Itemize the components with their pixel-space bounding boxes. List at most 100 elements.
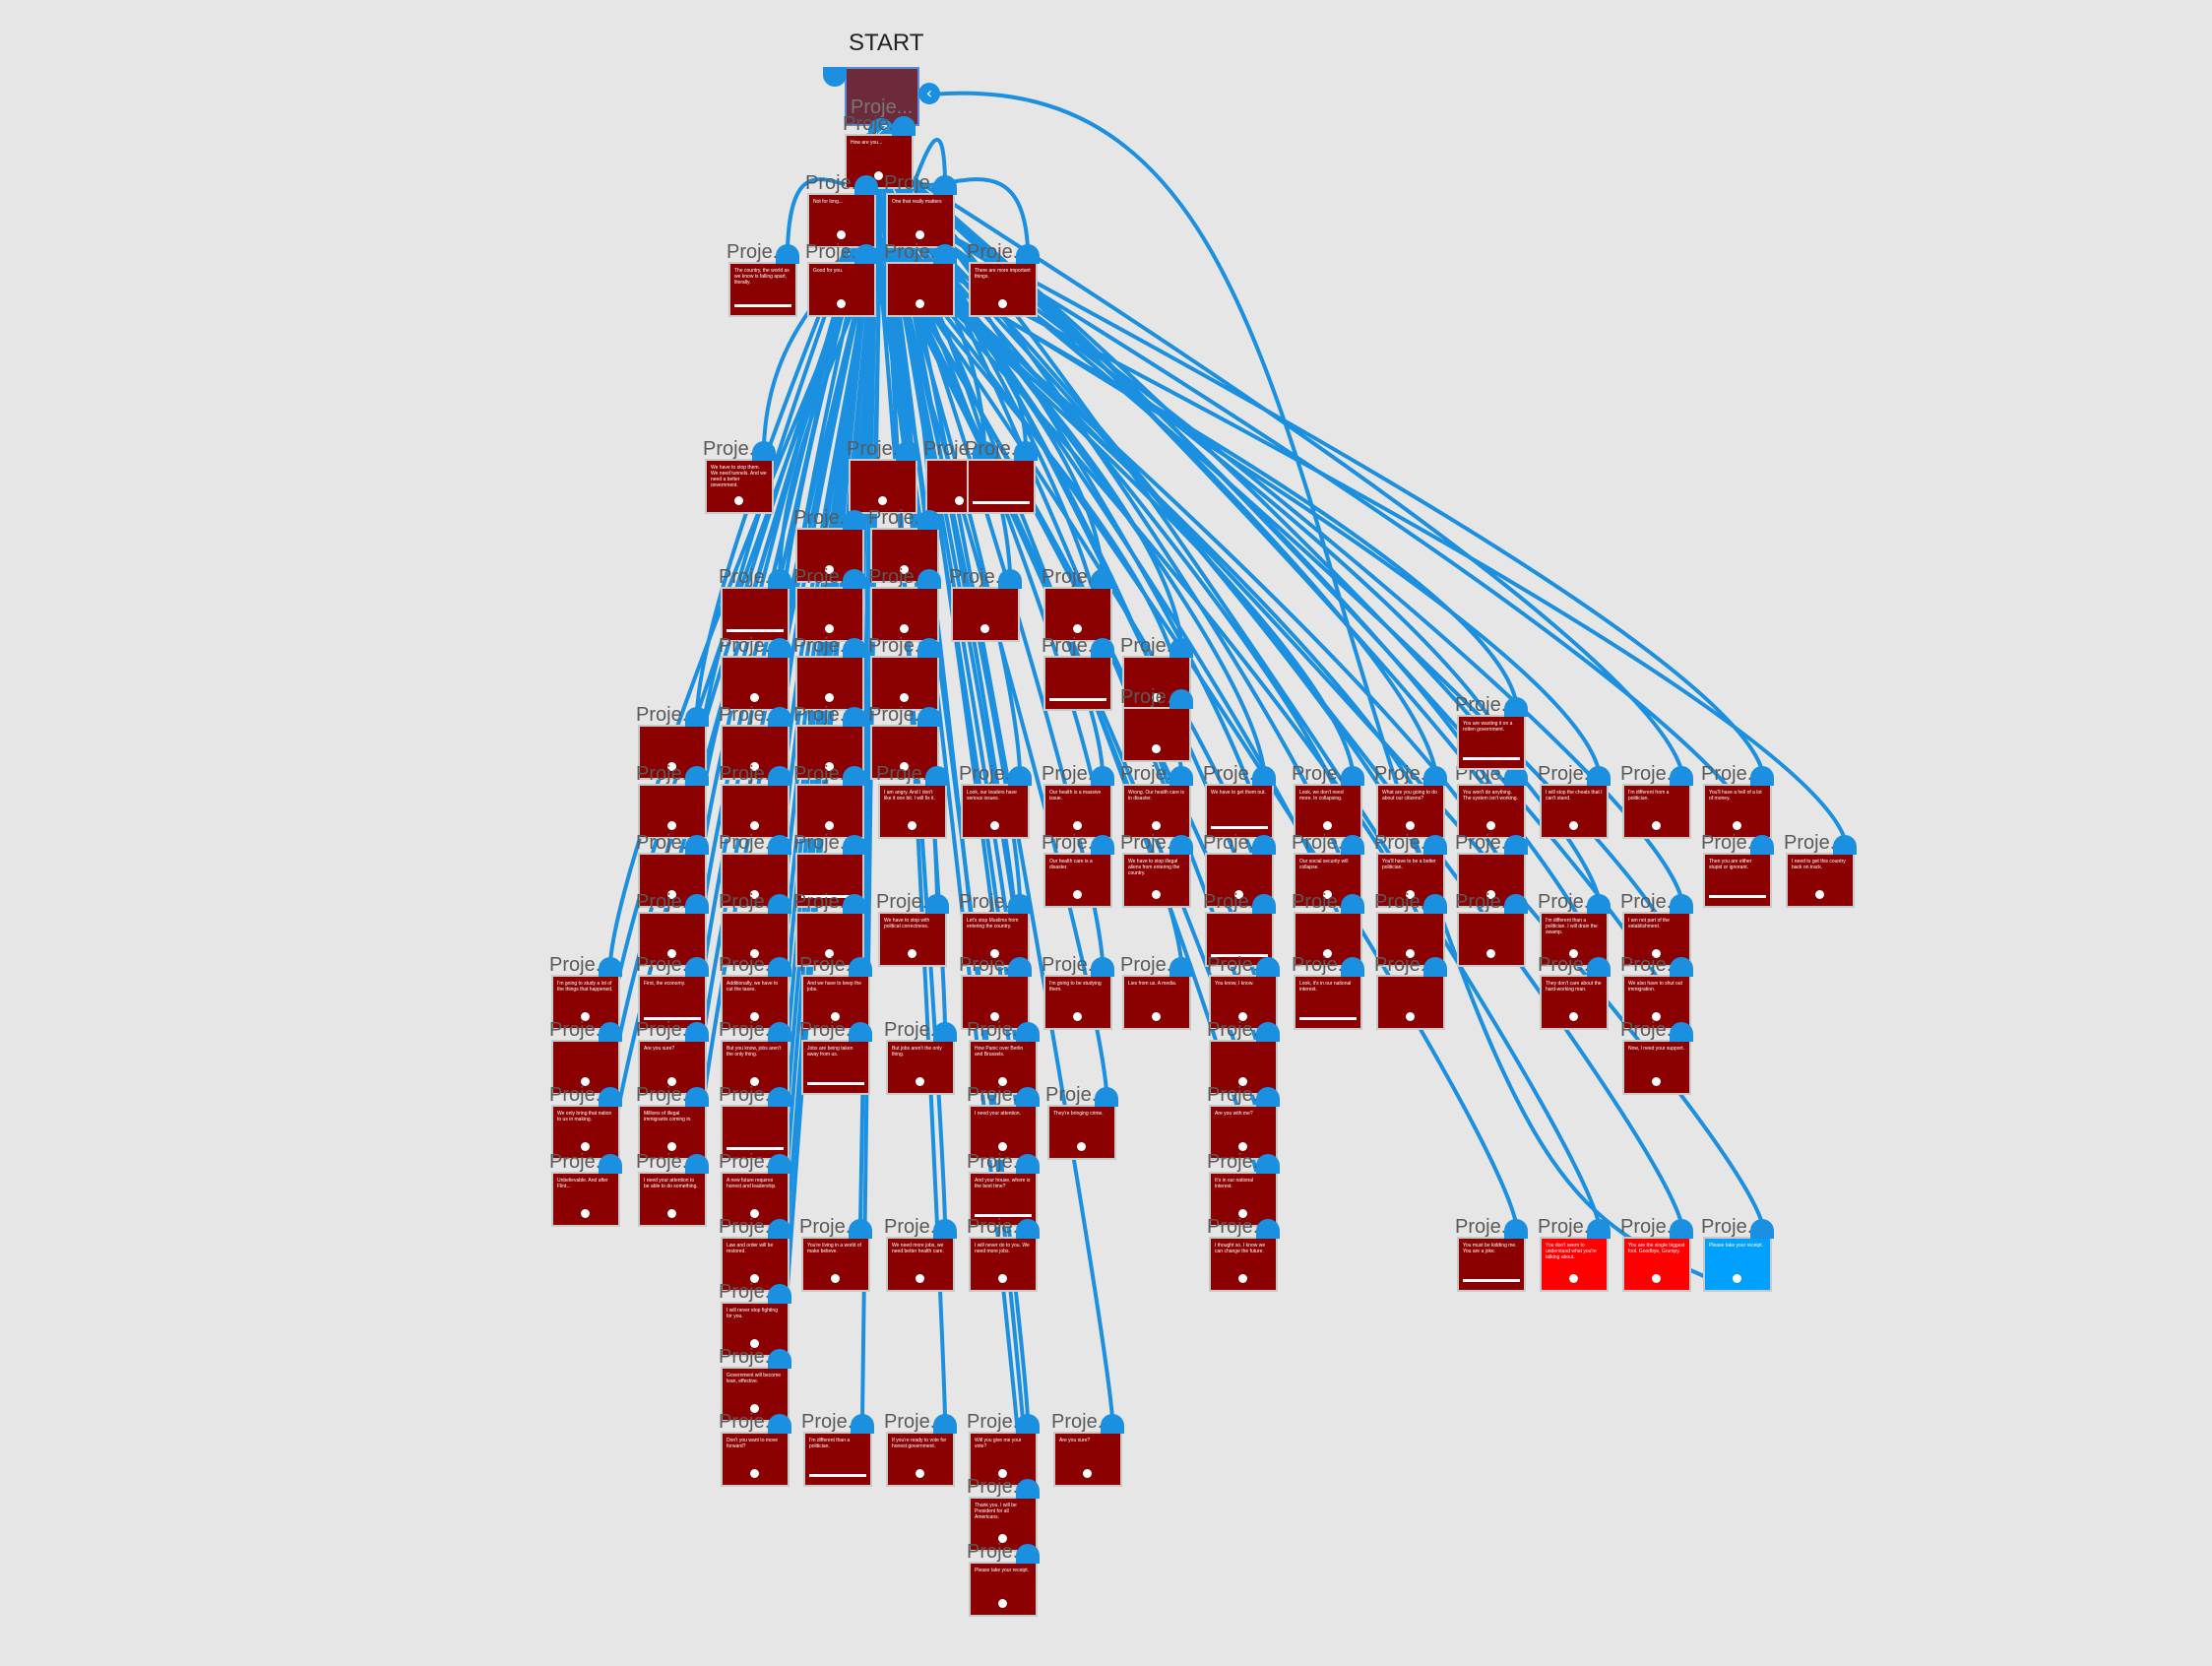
continue-icon[interactable] bbox=[667, 821, 676, 830]
continue-icon[interactable] bbox=[750, 890, 759, 899]
continue-icon[interactable] bbox=[825, 821, 834, 830]
continue-icon[interactable] bbox=[1073, 890, 1082, 899]
continue-icon[interactable] bbox=[908, 821, 916, 830]
project-node[interactable]: Proje...Jobs are being taken away from u… bbox=[799, 1019, 870, 1095]
node-input-port[interactable] bbox=[1252, 835, 1276, 855]
project-node[interactable]: Proje... bbox=[1042, 566, 1112, 642]
node-input-port[interactable] bbox=[599, 1154, 622, 1174]
node-input-port[interactable] bbox=[849, 957, 872, 977]
node-input-port[interactable] bbox=[1091, 957, 1114, 977]
continue-icon[interactable] bbox=[1238, 1077, 1247, 1086]
node-input-port[interactable] bbox=[1833, 835, 1857, 855]
project-node[interactable]: Proje... bbox=[847, 438, 917, 514]
continue-icon[interactable] bbox=[1569, 949, 1578, 958]
node-input-bar[interactable] bbox=[1211, 954, 1268, 957]
node-input-bar[interactable] bbox=[975, 1214, 1032, 1217]
node-input-port[interactable] bbox=[1091, 766, 1114, 786]
project-node[interactable]: Proje...Our health care is a disaster. bbox=[1042, 832, 1112, 908]
project-node[interactable]: Proje...Law and order will be restored. bbox=[719, 1216, 790, 1292]
node-input-port[interactable] bbox=[917, 569, 941, 589]
continue-icon[interactable] bbox=[750, 1012, 759, 1021]
node-input-port[interactable] bbox=[1341, 957, 1364, 977]
project-node[interactable]: Proje...First, the economy. bbox=[636, 954, 707, 1030]
node-input-port[interactable] bbox=[768, 569, 791, 589]
node-input-port[interactable] bbox=[1101, 1414, 1124, 1434]
project-node[interactable]: Proje... bbox=[793, 704, 864, 780]
project-node[interactable]: Proje...One that really matters bbox=[884, 172, 955, 248]
continue-icon[interactable] bbox=[1486, 949, 1495, 958]
node-input-port[interactable] bbox=[685, 894, 709, 914]
continue-icon[interactable] bbox=[667, 1209, 676, 1218]
node-input-port[interactable] bbox=[1256, 957, 1280, 977]
project-node[interactable]: Proje...Look, we don't need more. In col… bbox=[1292, 763, 1362, 839]
project-node[interactable]: Proje...How Panic over Berlin and Brusse… bbox=[967, 1019, 1038, 1095]
continue-icon[interactable] bbox=[990, 949, 999, 958]
node-input-port[interactable] bbox=[1256, 1219, 1280, 1239]
continue-icon[interactable] bbox=[1569, 1012, 1578, 1021]
project-node[interactable]: Proje... bbox=[1374, 891, 1445, 967]
node-input-port[interactable] bbox=[1504, 835, 1528, 855]
continue-icon[interactable] bbox=[1152, 890, 1161, 899]
node-input-port[interactable] bbox=[1750, 835, 1774, 855]
continue-icon[interactable] bbox=[916, 299, 924, 308]
continue-icon[interactable] bbox=[750, 1209, 759, 1218]
node-input-port[interactable] bbox=[685, 835, 709, 855]
project-node[interactable]: Proje...I'm different than a politician. bbox=[801, 1411, 872, 1487]
node-input-port[interactable] bbox=[1256, 1022, 1280, 1042]
continue-icon[interactable] bbox=[1323, 949, 1332, 958]
project-node[interactable]: Proje... bbox=[636, 832, 707, 908]
node-input-port[interactable] bbox=[1091, 569, 1114, 589]
project-node[interactable]: Proje...I'm going to be studying them. bbox=[1042, 954, 1112, 1030]
project-node[interactable]: Proje... bbox=[868, 566, 939, 642]
node-input-port[interactable] bbox=[1008, 766, 1032, 786]
project-node[interactable]: Proje...I'm going to study a lot of the … bbox=[549, 954, 620, 1030]
continue-icon[interactable] bbox=[1073, 1012, 1082, 1021]
node-input-port[interactable] bbox=[843, 766, 866, 786]
project-node[interactable]: Proje...If you're ready to vote for hone… bbox=[884, 1411, 955, 1487]
project-node[interactable]: Proje...You are wasting it on a rotten g… bbox=[1455, 694, 1526, 770]
node-input-port[interactable] bbox=[1016, 1154, 1040, 1174]
project-node[interactable]: Proje...We need more jobs, we need bette… bbox=[884, 1216, 955, 1292]
project-node[interactable]: Proje... bbox=[1042, 635, 1112, 711]
node-input-port[interactable] bbox=[854, 175, 878, 195]
continue-icon[interactable] bbox=[1083, 1469, 1092, 1478]
node-input-port[interactable] bbox=[1256, 1087, 1280, 1107]
project-node[interactable]: Proje... bbox=[868, 704, 939, 780]
node-input-port[interactable] bbox=[1750, 1219, 1774, 1239]
project-node[interactable]: Proje...Then you are either stupid or ig… bbox=[1701, 832, 1772, 908]
node-input-port[interactable] bbox=[1169, 835, 1193, 855]
node-input-port[interactable] bbox=[599, 957, 622, 977]
node-input-bar[interactable] bbox=[809, 1474, 866, 1477]
project-node[interactable]: Proje...I will never do to you. We need … bbox=[967, 1216, 1038, 1292]
node-input-bar[interactable] bbox=[1463, 1279, 1520, 1282]
continue-icon[interactable] bbox=[1073, 624, 1082, 633]
project-node[interactable]: Proje... bbox=[1120, 686, 1191, 762]
continue-icon[interactable] bbox=[1733, 821, 1741, 830]
node-input-port[interactable] bbox=[1750, 766, 1774, 786]
continue-icon[interactable] bbox=[667, 890, 676, 899]
continue-icon[interactable] bbox=[581, 1142, 590, 1151]
project-node[interactable]: Proje... bbox=[719, 763, 790, 839]
node-input-port[interactable] bbox=[851, 1414, 874, 1434]
node-input-port[interactable] bbox=[933, 244, 957, 264]
project-node[interactable]: Proje...I will never stop fighting for y… bbox=[719, 1281, 790, 1357]
continue-icon[interactable] bbox=[831, 1274, 840, 1283]
node-input-port[interactable] bbox=[849, 1022, 872, 1042]
project-node[interactable]: Proje...I need to get this country back … bbox=[1784, 832, 1855, 908]
continue-icon[interactable] bbox=[750, 1339, 759, 1348]
project-node[interactable]: Proje...Our health is a massive issue. bbox=[1042, 763, 1112, 839]
node-input-port[interactable] bbox=[933, 1219, 957, 1239]
node-input-port[interactable] bbox=[892, 116, 916, 136]
node-input-port[interactable] bbox=[843, 638, 866, 658]
project-node[interactable]: Proje... bbox=[719, 704, 790, 780]
project-node[interactable]: Proje...A new future requires honest and… bbox=[719, 1151, 790, 1227]
continue-icon[interactable] bbox=[734, 496, 743, 505]
node-input-port[interactable] bbox=[917, 510, 941, 530]
node-input-bar[interactable] bbox=[801, 895, 858, 898]
continue-icon[interactable] bbox=[750, 1404, 759, 1413]
continue-icon[interactable] bbox=[1238, 1142, 1247, 1151]
node-input-bar[interactable] bbox=[973, 501, 1030, 504]
node-input-port[interactable] bbox=[1016, 1544, 1040, 1564]
project-node[interactable]: Proje...You must be kidding me. You are … bbox=[1455, 1216, 1526, 1292]
